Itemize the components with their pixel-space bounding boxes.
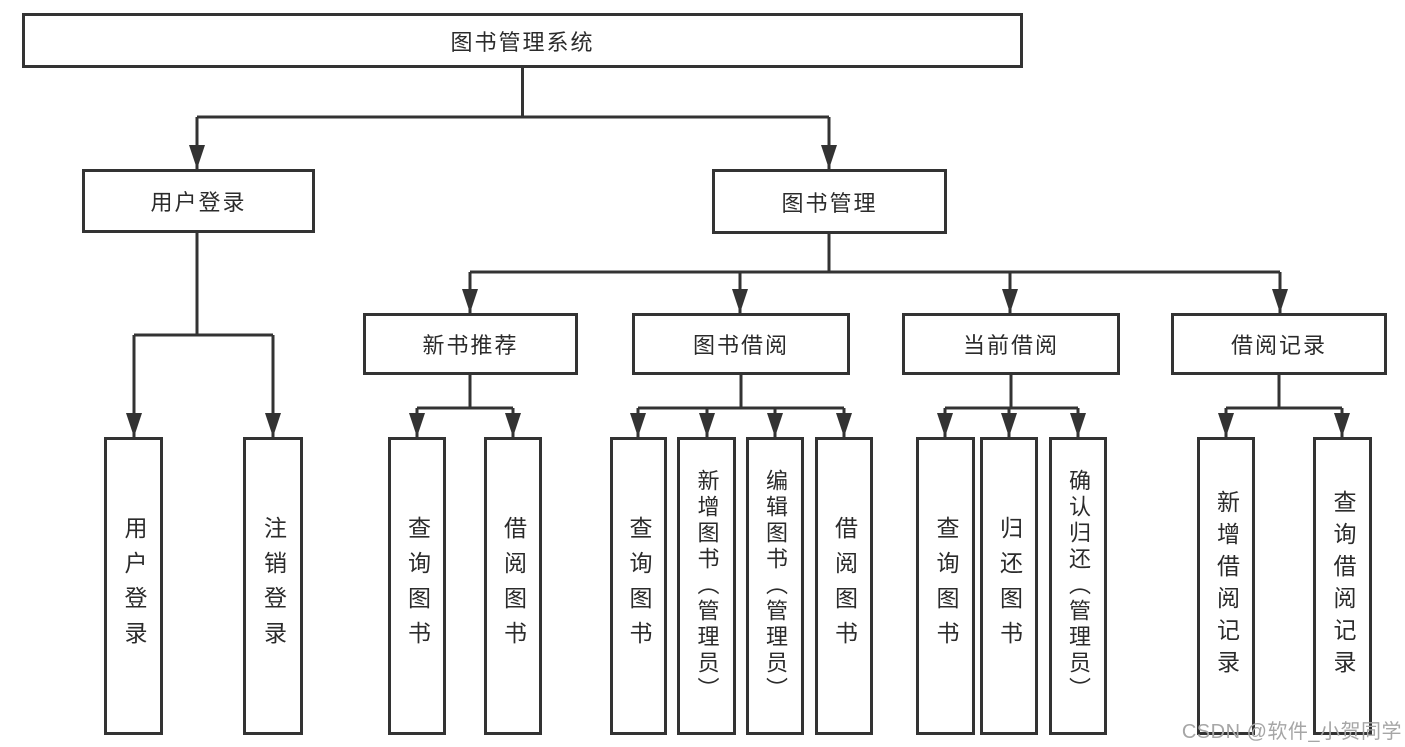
node-book-borrow: 图书借阅 <box>632 313 850 375</box>
leaf-records-query-record: 查询借阅记录 <box>1313 437 1372 735</box>
node-new-book-recommend-label: 新书推荐 <box>422 333 519 358</box>
leaf-records-query-record-label: 查询借阅记录 <box>1330 490 1356 682</box>
leaf-borrow-borrow-books: 借阅图书 <box>815 437 873 735</box>
node-book-borrow-label: 图书借阅 <box>692 333 789 358</box>
connector-arrows <box>126 117 1350 437</box>
leaf-logout: 注销登录 <box>243 437 303 735</box>
node-borrow-records-label: 借阅记录 <box>1230 333 1327 358</box>
leaf-borrow-query-books-label: 查询图书 <box>626 516 652 656</box>
leaf-newbook-borrow-books-label: 借阅图书 <box>500 516 527 656</box>
node-user-login: 用户登录 <box>82 169 315 233</box>
leaf-borrow-edit-books-admin-label: 编辑图书（管理员） <box>763 469 788 703</box>
leaf-newbook-query-books-label: 查询图书 <box>404 516 431 656</box>
node-new-book-recommend: 新书推荐 <box>363 313 578 375</box>
leaf-current-query-books: 查询图书 <box>916 437 975 735</box>
node-current-borrow-label: 当前借阅 <box>962 333 1059 358</box>
node-root-label: 图书管理系统 <box>450 29 595 55</box>
leaf-current-return-books-label: 归还图书 <box>996 516 1023 656</box>
watermark-text: CSDN @软件_小贺同学 <box>1181 721 1402 743</box>
leaf-newbook-query-books: 查询图书 <box>388 437 446 735</box>
leaf-current-confirm-return-admin: 确认归还（管理员） <box>1049 437 1107 735</box>
leaf-records-add-record-label: 新增借阅记录 <box>1213 490 1240 682</box>
node-user-login-label: 用户登录 <box>150 190 247 215</box>
leaf-current-query-books-label: 查询图书 <box>933 516 959 656</box>
node-current-borrow: 当前借阅 <box>902 313 1120 375</box>
leaf-login: 用户登录 <box>104 437 163 735</box>
node-root: 图书管理系统 <box>22 13 1023 68</box>
node-book-management-label: 图书管理 <box>781 190 878 216</box>
leaf-borrow-edit-books-admin: 编辑图书（管理员） <box>746 437 804 735</box>
leaf-borrow-add-books-admin-label: 新增图书（管理员） <box>694 469 720 703</box>
leaf-borrow-borrow-books-label: 借阅图书 <box>831 516 858 656</box>
node-borrow-records: 借阅记录 <box>1171 313 1387 375</box>
leaf-login-label: 用户登录 <box>121 516 147 656</box>
leaf-current-confirm-return-admin-label: 确认归还（管理员） <box>1066 469 1091 703</box>
leaf-logout-label: 注销登录 <box>260 516 287 656</box>
leaf-borrow-query-books: 查询图书 <box>610 437 667 735</box>
leaf-newbook-borrow-books: 借阅图书 <box>484 437 542 735</box>
leaf-borrow-add-books-admin: 新增图书（管理员） <box>677 437 736 735</box>
node-book-management: 图书管理 <box>712 169 947 234</box>
leaf-current-return-books: 归还图书 <box>980 437 1038 735</box>
leaf-records-add-record: 新增借阅记录 <box>1197 437 1255 735</box>
